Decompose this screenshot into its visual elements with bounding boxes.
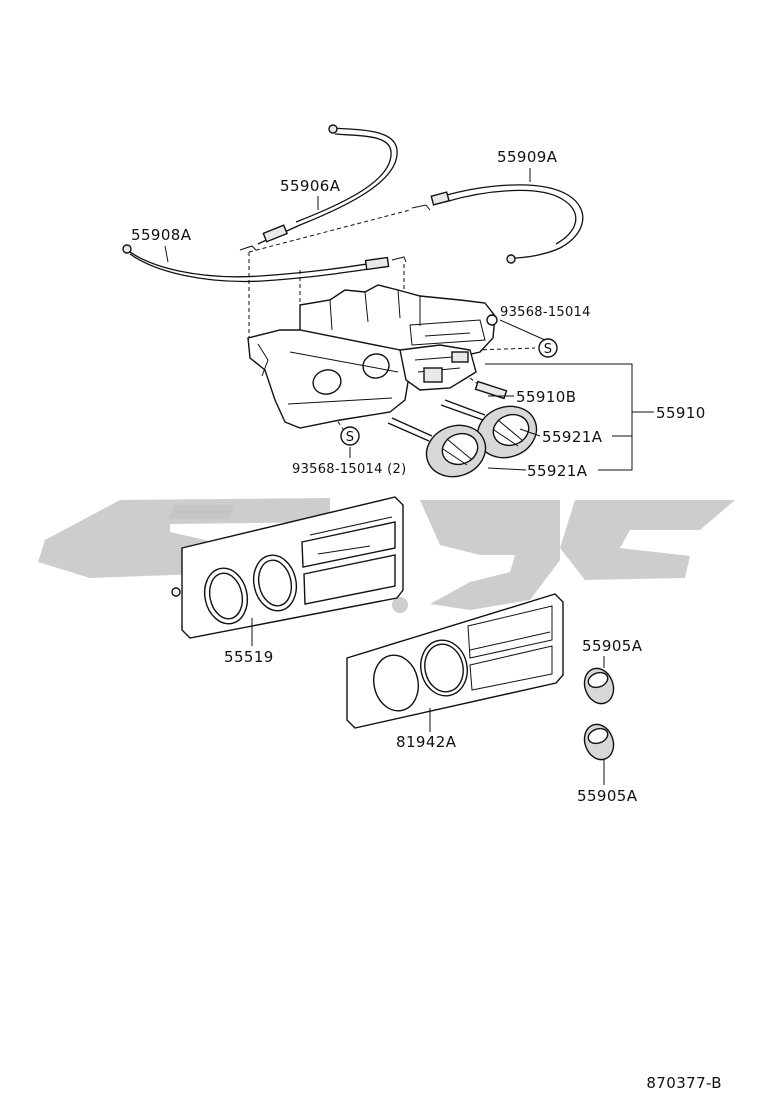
label-55908A: 55908A <box>131 226 192 244</box>
knob-cap-55905A-upper <box>583 667 615 705</box>
symbol-s-top: S <box>538 338 558 358</box>
label-55921A-lower: 55921A <box>527 462 588 480</box>
label-55910: 55910 <box>656 404 706 422</box>
label-55906A: 55906A <box>280 177 341 195</box>
leader-lines <box>164 168 654 785</box>
panel-81942A <box>346 593 564 729</box>
heater-control-assembly <box>247 284 498 429</box>
label-55519: 55519 <box>224 648 274 666</box>
cable-55908A <box>122 244 407 283</box>
label-55921A-upper: 55921A <box>542 428 603 446</box>
knob-55921A-upper <box>440 399 538 459</box>
face-plate-55519 <box>171 496 404 639</box>
cable-55909A <box>411 184 584 264</box>
label-93568-15014-bottom: 93568-15014 (2) <box>292 462 406 477</box>
watermark <box>38 498 735 613</box>
knob-55921A-lower <box>387 417 487 478</box>
diagram-code: 870377-B <box>646 1074 722 1092</box>
svg-text:S: S <box>544 342 553 357</box>
label-93568-15014-top: 93568-15014 <box>500 305 591 320</box>
label-55910B: 55910B <box>516 388 576 406</box>
cable-55906A <box>239 124 398 251</box>
label-81942A: 81942A <box>396 733 457 751</box>
label-55905A-lower: 55905A <box>577 787 638 805</box>
pin-55910B <box>474 380 508 400</box>
svg-text:S: S <box>346 430 355 445</box>
label-55905A-upper: 55905A <box>582 637 643 655</box>
knob-cap-55905A-lower <box>583 723 615 761</box>
label-55909A: 55909A <box>497 148 558 166</box>
symbol-s-bottom: S <box>340 426 360 446</box>
